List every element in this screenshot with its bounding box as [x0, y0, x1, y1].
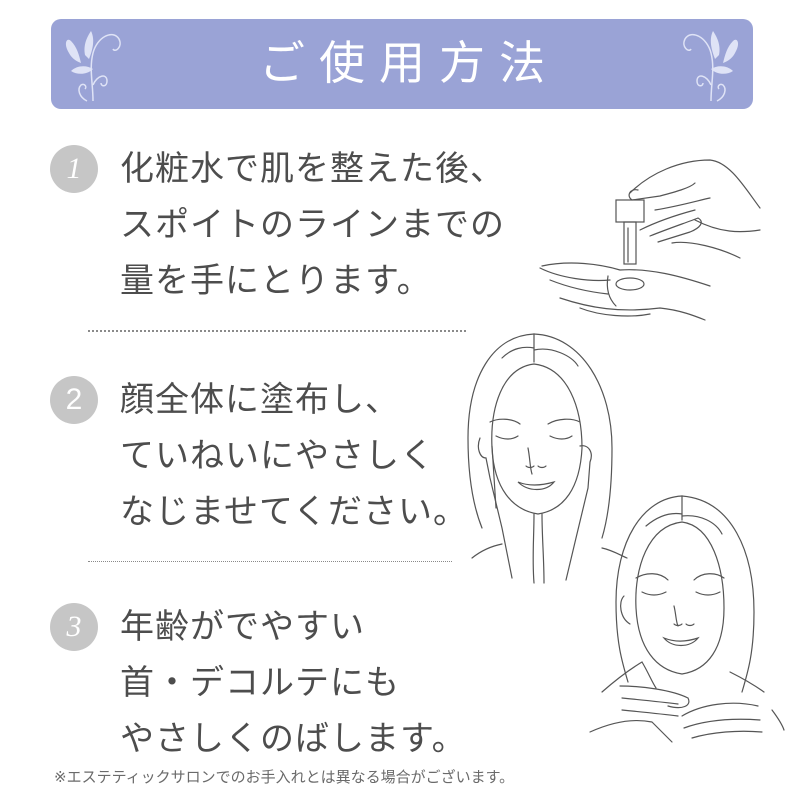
title-banner: ご使用方法: [51, 19, 753, 109]
footnote: ※エステティックサロンでのお手入れとは異なる場合がございます。: [54, 768, 515, 786]
flourish-icon: [683, 31, 739, 102]
step-line: 首・デコルテにも: [120, 663, 400, 703]
step-line: 量を手にとります。: [120, 261, 432, 301]
page-title: ご使用方法: [259, 36, 559, 90]
step-line: スポイトのラインまでの: [120, 205, 505, 245]
step-line: 化粧水で肌を整えた後、: [120, 149, 505, 189]
step-number-badge: 1: [50, 145, 98, 193]
step-line: なじませてください。: [120, 492, 468, 532]
flourish-icon: [65, 31, 121, 102]
step-line: 年齢がでやすい: [120, 607, 365, 647]
step-number-badge: 3: [50, 603, 98, 651]
face-hands-neck-illustration: [582, 492, 788, 750]
step-number-badge: 2: [50, 376, 98, 424]
step-line: ていねいにやさしく: [120, 436, 435, 476]
step-text: 年齢がでやすい 首・デコルテにも やさしくのばします。: [120, 599, 467, 767]
step-text: 顔全体に塗布し、 ていねいにやさしく なじませてください。: [120, 372, 468, 540]
face-hands-cheeks-illustration: [462, 328, 632, 588]
dotted-divider: [88, 561, 452, 562]
step-line: やさしくのばします。: [120, 719, 467, 759]
dotted-divider: [88, 330, 466, 332]
step-line: 顔全体に塗布し、: [120, 380, 400, 420]
hand-dropper-illustration: [520, 148, 770, 323]
step-text: 化粧水で肌を整えた後、 スポイトのラインまでの 量を手にとります。: [120, 141, 505, 309]
